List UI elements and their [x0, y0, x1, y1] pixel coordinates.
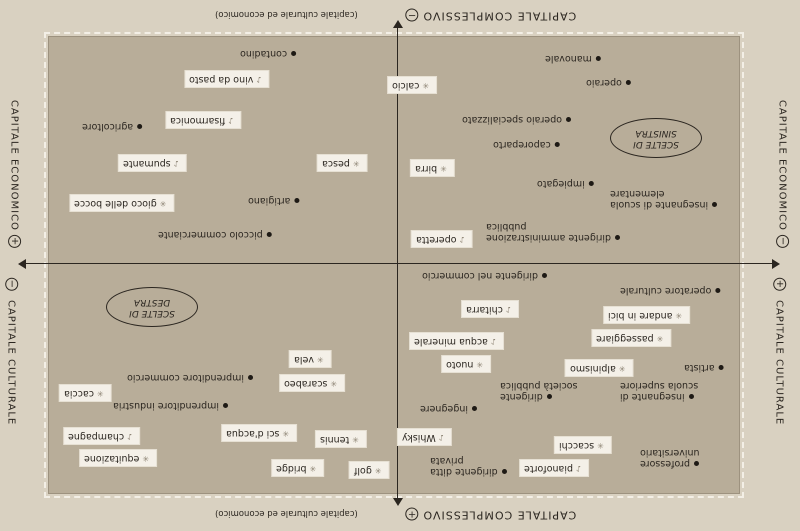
music-icon: ♪: [490, 337, 497, 346]
sport-icon: ✳: [282, 429, 290, 438]
profession-item: operaio specializzato: [462, 114, 575, 125]
profession-item: ingegnere: [420, 403, 481, 414]
axis-top-subtitle: (capitale culturale ed economico): [215, 9, 358, 19]
profession-item: manovale: [545, 53, 605, 64]
sport-icon: ✳: [352, 159, 360, 168]
axis-top-title: CAPITALE COMPLESSIVO −: [405, 9, 577, 23]
axis-left-lower: − CAPITALE CULTURALE: [5, 277, 19, 426]
panel-dashed-border: [44, 32, 744, 498]
axis-left-upper: CAPITALE ECONOMICO +: [8, 99, 22, 249]
profession-item: insegnante di scuola elementare: [610, 188, 730, 210]
practice-box: ✳tennis: [316, 431, 366, 447]
sport-icon: ✳: [96, 389, 104, 398]
profession-item: operaio: [586, 77, 635, 88]
axis-right-lower: + CAPITALE CULTURALE: [773, 277, 787, 426]
profession-item: agricoltore: [82, 121, 146, 132]
plus-circle-icon: +: [405, 508, 418, 521]
music-icon: ♪: [438, 433, 444, 442]
profession-item: artigiano: [248, 195, 303, 206]
arrow-left-icon: [18, 259, 26, 269]
sport-icon: ✳: [330, 379, 338, 388]
axis-right-upper: CAPITALE ECONOMICO −: [776, 99, 790, 249]
profession-item: piccolo commerciante: [158, 229, 276, 240]
sport-icon: ✳: [316, 355, 324, 364]
practice-box: ♪Whisky: [398, 429, 451, 445]
practice-box: ✳birra: [411, 160, 454, 176]
arrow-right-icon: [772, 259, 780, 269]
profession-item: dirigente società pubblica: [500, 380, 578, 402]
profession-item: operatore culturale: [620, 285, 724, 296]
sport-icon: ✳: [440, 164, 447, 173]
profession-item: dirigente nel commercio: [422, 270, 551, 281]
profession-item: caporeparto: [493, 139, 564, 150]
sport-icon: ✳: [597, 441, 604, 450]
practice-box: ✳vela: [290, 351, 331, 367]
practice-box: ✳alpinismo: [566, 360, 633, 376]
profession-item: dirigente ditta privata: [430, 455, 515, 477]
minus-circle-icon: −: [405, 9, 418, 22]
profession-item: contadino: [240, 48, 300, 59]
practice-box: ✳passeggiare: [592, 330, 671, 346]
practice-box: ♪acqua minerale: [410, 333, 504, 349]
practice-box: ♪vino da pasto: [185, 71, 269, 87]
sport-icon: ✳: [374, 466, 382, 475]
sport-icon: ✳: [422, 81, 430, 90]
profession-item: artista: [684, 362, 728, 373]
music-icon: ♪: [575, 464, 582, 473]
profession-item: imprenditore commercio: [127, 372, 257, 383]
horizontal-axis: [22, 263, 778, 264]
practice-box: ✳sci d'acqua: [222, 425, 297, 441]
music-icon: ♪: [505, 305, 512, 314]
music-icon: ♪: [127, 432, 133, 441]
practice-box: ✳scarabeo: [280, 375, 345, 391]
practice-box: ✳andare in bici: [604, 307, 690, 323]
practice-box: ♪spumante: [119, 155, 186, 171]
profession-item: dirigente amministrazione pubblica: [486, 221, 626, 243]
sport-icon: ✳: [309, 464, 317, 473]
music-icon: ♪: [173, 159, 179, 168]
practice-box: ✳scacchi: [555, 437, 611, 453]
practice-box: ♪pianoforte: [520, 460, 589, 476]
sport-icon: ✳: [675, 311, 683, 320]
oval-scelte-sinistra: SCELTE DI SINISTRA: [610, 118, 702, 158]
practice-box: ♪fisarmonica: [166, 112, 241, 128]
vertical-axis: [397, 24, 398, 504]
sport-icon: ✳: [159, 199, 167, 208]
profession-item: professore universitario: [640, 447, 700, 469]
practice-box: ✳gioco delle bocce: [70, 195, 174, 211]
diagram-panel: [48, 36, 740, 494]
oval-scelte-destra: SCELTE DI DESTRA: [106, 287, 198, 327]
profession-item: impiegato: [537, 178, 598, 189]
practice-box: ✳bridge: [272, 460, 324, 476]
profession-item: imprenditore industria: [113, 400, 232, 411]
music-icon: ♪: [459, 235, 465, 244]
practice-box: ✳calcio: [388, 77, 437, 93]
practice-box: ✳pesca: [318, 155, 367, 171]
sport-icon: ✳: [142, 454, 150, 463]
music-icon: ♪: [228, 116, 234, 125]
practice-box: ♪operetta: [412, 231, 472, 247]
sport-icon: ✳: [618, 364, 626, 373]
practice-box: ✳nuoto: [442, 356, 491, 372]
practice-box: ✳caccia: [60, 385, 111, 401]
practice-box: ♪champagne: [64, 428, 140, 444]
axis-bottom-title: CAPITALE COMPLESSIVO +: [405, 508, 577, 522]
axis-bottom-subtitle: (capitale culturale ed economico): [215, 508, 358, 518]
sport-icon: ✳: [476, 360, 484, 369]
practice-box: ♪chitarra: [462, 301, 519, 317]
sport-icon: ✳: [352, 435, 359, 444]
arrow-up-icon: [393, 20, 403, 28]
arrow-down-icon: [393, 498, 403, 506]
music-icon: ♪: [256, 75, 262, 84]
profession-item: insegnante di scuola superiore: [620, 380, 699, 402]
sport-icon: ✳: [656, 334, 664, 343]
practice-box: ✳equitazione: [80, 450, 157, 466]
practice-box: ✳golf: [350, 462, 389, 478]
